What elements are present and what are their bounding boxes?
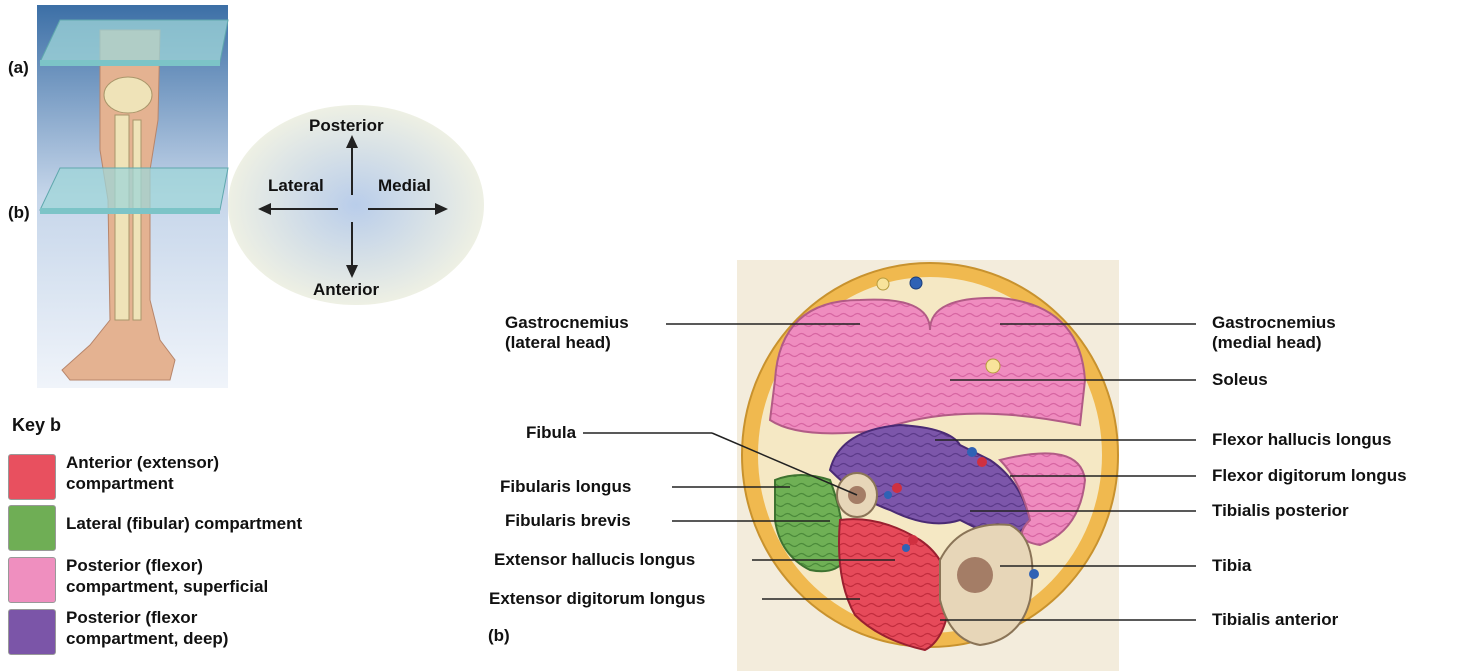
label-gastrocnemius-lateral: Gastrocnemius (lateral head) bbox=[505, 313, 629, 353]
swatch-posterior-deep bbox=[8, 609, 56, 655]
key-label-anterior: Anterior (extensor) compartment bbox=[66, 452, 406, 494]
panel-label-b-bottom: (b) bbox=[488, 626, 510, 646]
label-flexor-hallucis-longus: Flexor hallucis longus bbox=[1212, 430, 1391, 450]
key-item-posterior-superficial: Posterior (flexor) compartment, superfic… bbox=[8, 555, 428, 603]
swatch-lateral bbox=[8, 505, 56, 551]
label-fibularis-brevis: Fibularis brevis bbox=[505, 511, 631, 531]
panel-label-a: (a) bbox=[8, 58, 29, 78]
swatch-posterior-superficial bbox=[8, 557, 56, 603]
key-label-posterior-superficial: Posterior (flexor) compartment, superfic… bbox=[66, 555, 406, 597]
key-item-lateral: Lateral (fibular) compartment bbox=[8, 503, 428, 551]
label-fibula: Fibula bbox=[526, 423, 576, 443]
label-fibularis-longus: Fibularis longus bbox=[500, 477, 631, 497]
orientation-lateral: Lateral bbox=[268, 176, 324, 196]
orientation-posterior: Posterior bbox=[309, 116, 384, 136]
key-label-lateral: Lateral (fibular) compartment bbox=[66, 513, 406, 534]
label-gastrocnemius-medial: Gastrocnemius (medial head) bbox=[1212, 313, 1336, 353]
key-label-posterior-deep: Posterior (flexor compartment, deep) bbox=[66, 607, 406, 649]
key-item-anterior: Anterior (extensor) compartment bbox=[8, 452, 428, 500]
leg-panel bbox=[37, 5, 228, 388]
label-tibia: Tibia bbox=[1212, 556, 1251, 576]
orientation-medial: Medial bbox=[378, 176, 431, 196]
panel-label-b-top: (b) bbox=[8, 203, 30, 223]
label-tibialis-anterior: Tibialis anterior bbox=[1212, 610, 1338, 630]
label-extensor-hallucis-longus: Extensor hallucis longus bbox=[494, 550, 695, 570]
label-tibialis-posterior: Tibialis posterior bbox=[1212, 501, 1349, 521]
key-title: Key b bbox=[12, 415, 61, 436]
swatch-anterior bbox=[8, 454, 56, 500]
label-extensor-digitorum-longus: Extensor digitorum longus bbox=[489, 589, 705, 609]
label-flexor-digitorum-longus: Flexor digitorum longus bbox=[1212, 466, 1407, 486]
label-soleus: Soleus bbox=[1212, 370, 1268, 390]
key-item-posterior-deep: Posterior (flexor compartment, deep) bbox=[8, 607, 428, 655]
cross-section bbox=[737, 260, 1119, 671]
orientation-anterior: Anterior bbox=[313, 280, 379, 300]
